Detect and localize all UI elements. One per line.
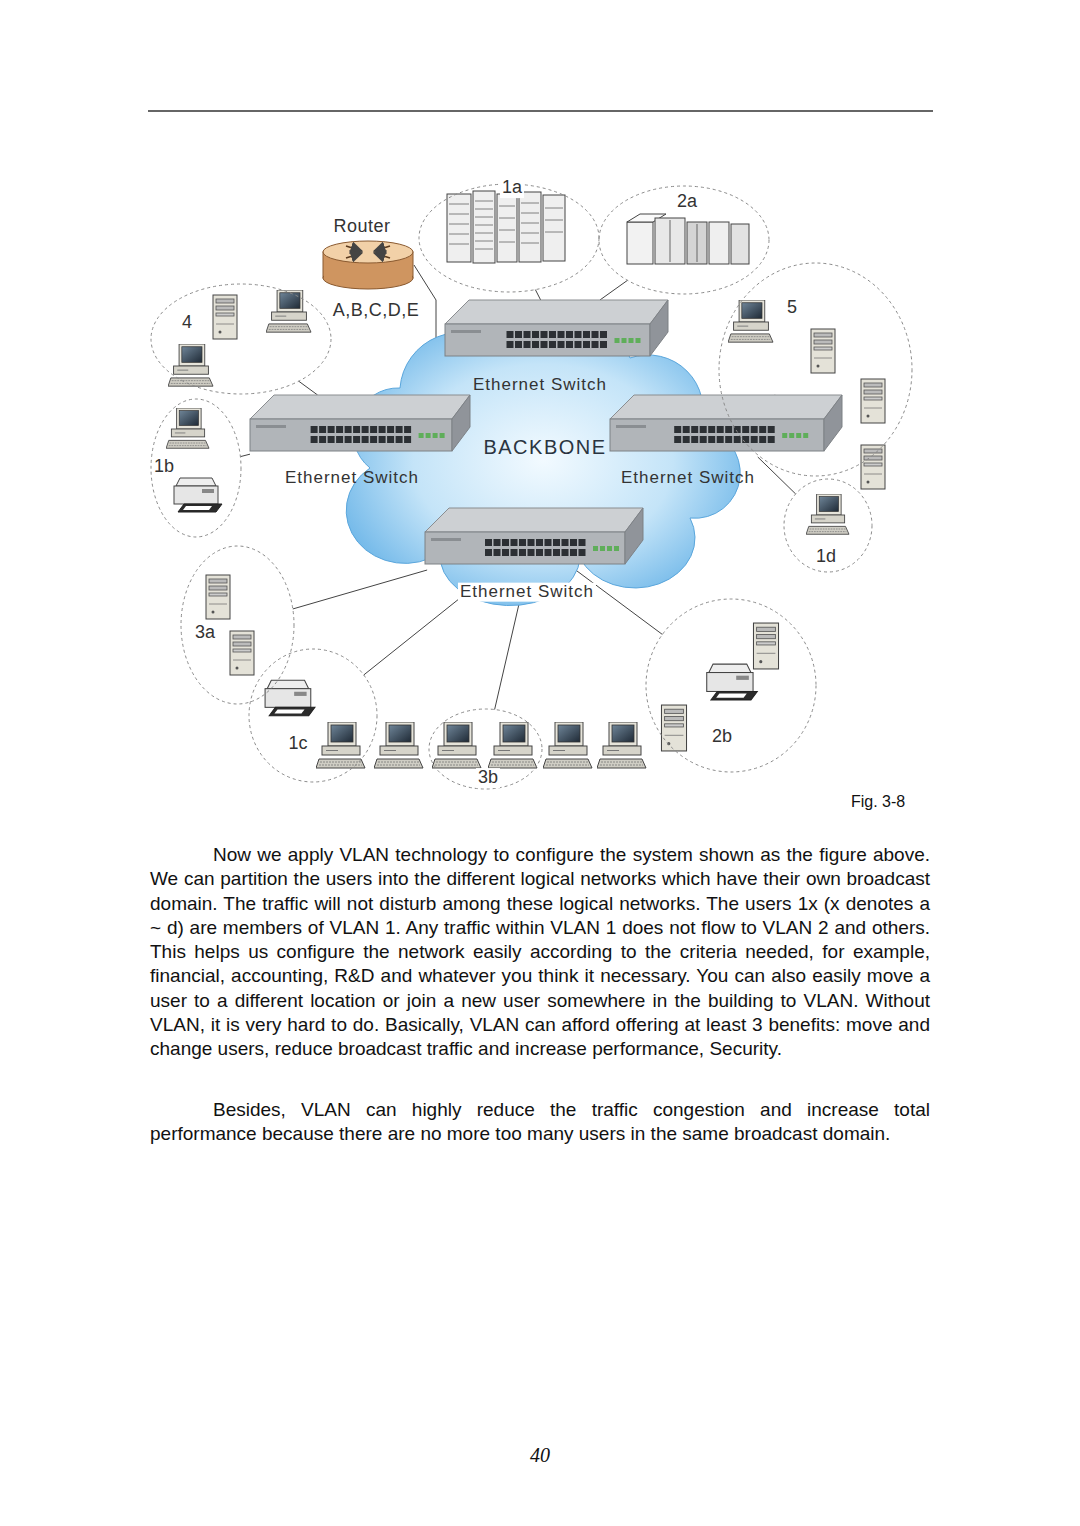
switch-drawing [610, 395, 842, 451]
figure-caption: Fig. 3-8 [851, 793, 905, 811]
group-outline [419, 184, 599, 292]
printer-icon [265, 680, 315, 715]
group-outline [784, 479, 872, 572]
group-outline [181, 546, 294, 704]
switch-node: Ethernet Switch [425, 508, 643, 570]
cloud-label: BACKBONE [483, 436, 606, 458]
group-number: 1d [814, 547, 838, 567]
router-shape [322, 240, 414, 290]
group-shape [718, 262, 913, 477]
group-node: 1c [248, 648, 378, 783]
switch-drawing [445, 300, 668, 356]
header-rule [148, 110, 933, 112]
switch-shape [445, 300, 668, 362]
workstation-icon [316, 722, 365, 768]
group-node: 3b [428, 708, 543, 790]
group-node: 1d [783, 478, 873, 573]
group-shape [248, 648, 378, 783]
workstation-icon [374, 722, 423, 768]
group-shape [418, 183, 600, 293]
group-number: 1c [286, 734, 309, 754]
body-paragraph: Now we apply VLAN technology to configur… [150, 843, 930, 1062]
switch-node: Ethernet Switch [445, 300, 668, 362]
router-node: RouterA,B,C,D,E [322, 240, 414, 290]
tower-icon [206, 575, 230, 619]
switch-shape [610, 395, 842, 457]
workstation-icon [543, 722, 592, 768]
switch-node: Ethernet Switch [610, 395, 842, 457]
group-outline [249, 649, 377, 782]
group-number: 3b [476, 768, 500, 788]
network-link [758, 457, 796, 494]
group-number: 1b [152, 457, 176, 477]
network-link [293, 570, 427, 609]
switch-label: Ethernet Switch [473, 376, 607, 395]
switch-label: Ethernet Switch [458, 583, 596, 602]
group-number: 4 [180, 313, 194, 333]
router-vlans: A,B,C,D,E [333, 301, 420, 321]
group-number: 2b [710, 727, 734, 747]
group-node: 4 [150, 283, 332, 395]
workstation-icon [597, 722, 646, 768]
page-number: 40 [530, 1444, 550, 1467]
group-outline [429, 709, 542, 789]
switch-label: Ethernet Switch [285, 469, 419, 488]
printer-icon [707, 664, 758, 700]
tower-icon [230, 631, 254, 675]
printer-icon [174, 478, 222, 512]
group-node: 2a [598, 185, 770, 295]
mainframe [627, 214, 749, 264]
workstation-icon [432, 722, 481, 768]
group-outline [599, 186, 769, 294]
workstation-icon [166, 408, 209, 448]
switch-drawing [425, 508, 643, 564]
group-shape [150, 283, 332, 395]
switch-node: Ethernet Switch [250, 395, 470, 457]
workstation-icon [728, 300, 773, 342]
group-number: 5 [785, 298, 799, 318]
workstation-icon [266, 290, 311, 332]
group-outline [151, 284, 331, 394]
tower-icon [753, 623, 778, 669]
network-link [535, 290, 540, 300]
group-node: 1a [418, 183, 600, 293]
tower-icon [811, 329, 835, 373]
tower-icon [861, 445, 885, 489]
workstation-icon [806, 494, 849, 534]
router-drawing [323, 241, 413, 289]
group-outline [151, 399, 241, 537]
group-number: 3a [193, 623, 217, 643]
switch-drawing [250, 395, 470, 451]
switch-label: Ethernet Switch [621, 469, 755, 488]
group-outline [646, 599, 816, 772]
group-node: 3a [180, 545, 295, 705]
tower-icon [213, 295, 237, 339]
workstation-icon [168, 344, 213, 386]
group-node: 1b [150, 398, 242, 538]
network-link [299, 381, 318, 395]
group-node: 5 [718, 262, 913, 477]
network-link [600, 280, 628, 300]
body-paragraph: Besides, VLAN can highly reduce the traf… [150, 1098, 930, 1147]
switch-shape [250, 395, 470, 457]
group-outline [719, 263, 912, 476]
switch-shape [425, 508, 643, 570]
tower-icon [861, 379, 885, 423]
router-label: Router [333, 217, 390, 237]
tower-icon [661, 705, 686, 751]
cloud-outline [346, 315, 740, 606]
group-node: 2b [645, 598, 817, 773]
group-number: 1a [500, 178, 524, 198]
server-racks [447, 191, 565, 263]
group-number: 2a [675, 192, 699, 212]
network-link [240, 454, 250, 456]
workstation-icon [488, 722, 537, 768]
